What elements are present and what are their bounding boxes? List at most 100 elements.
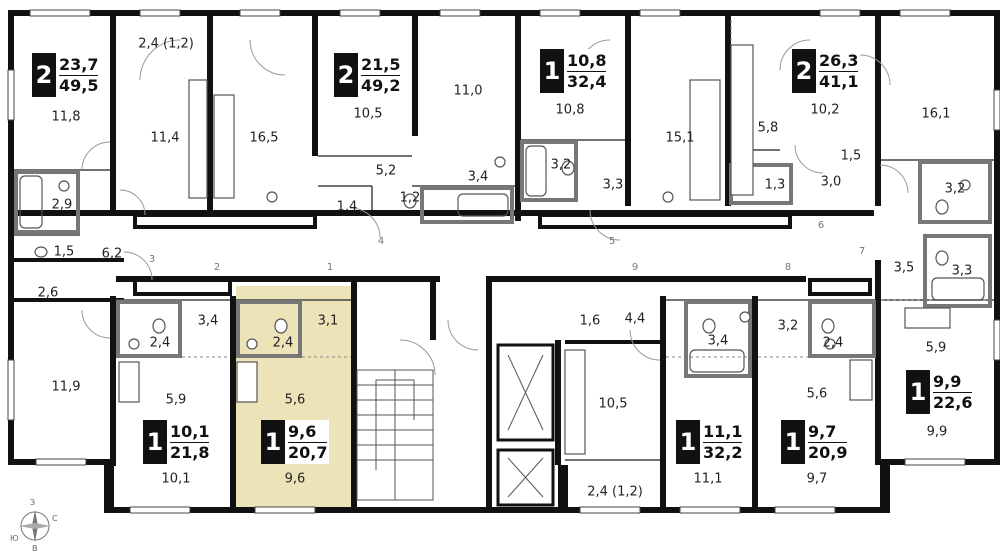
room-area-label: 1,2 <box>399 190 421 206</box>
room-area-label: 3,3 <box>602 177 624 193</box>
room-area-label: 5,2 <box>375 163 397 179</box>
total-area: 21,8 <box>170 442 210 462</box>
compass-west: Ю <box>10 534 19 543</box>
room-area-label: 10,5 <box>353 106 383 122</box>
corridor-walls <box>133 213 872 296</box>
room-area-label: 1,4 <box>336 199 358 215</box>
room-count: 1 <box>676 420 700 464</box>
room-count: 1 <box>540 49 564 93</box>
room-count: 2 <box>334 53 358 97</box>
door-number: 6 <box>817 220 825 231</box>
door-number: 3 <box>148 254 156 265</box>
door-number: 7 <box>858 246 866 257</box>
total-area: 20,7 <box>288 442 328 462</box>
room-area-label: 3,2 <box>944 181 966 197</box>
total-area: 41,1 <box>819 71 859 91</box>
room-area-label: 9,9 <box>926 424 948 440</box>
toilet-icon <box>34 160 949 334</box>
room-area-label: 10,1 <box>161 471 191 487</box>
total-area: 22,6 <box>933 392 973 412</box>
doors <box>81 39 909 376</box>
room-area-label: 5,6 <box>284 392 306 408</box>
room-area-label: 16,1 <box>921 106 951 122</box>
room-area-label: 5,9 <box>165 392 187 408</box>
room-area-label: 9,6 <box>284 471 306 487</box>
room-area-label: 2,6 <box>37 285 59 301</box>
room-count: 2 <box>792 49 816 93</box>
room-area-label: 2,4 <box>272 335 294 351</box>
living-area: 26,3 <box>819 50 859 72</box>
room-count: 1 <box>781 420 805 464</box>
room-area-label: 3,2 <box>777 318 799 334</box>
elevator-icon <box>496 343 555 507</box>
room-area-label: 11,4 <box>150 130 180 146</box>
windows <box>7 9 1000 514</box>
room-area-label: 5,6 <box>806 386 828 402</box>
room-area-label: 3,1 <box>317 313 339 329</box>
room-area-label: 1,5 <box>840 148 862 164</box>
room-area-label: 3,4 <box>197 313 219 329</box>
living-area: 23,7 <box>59 54 99 76</box>
room-area-label: 11,9 <box>51 379 81 395</box>
total-area: 49,2 <box>361 75 401 95</box>
door-number: 4 <box>377 236 385 247</box>
room-count: 1 <box>906 370 930 414</box>
room-area-label: 5,8 <box>757 120 779 136</box>
room-count: 1 <box>143 420 167 464</box>
room-area-label: 3,2 <box>550 157 572 173</box>
living-area: 9,6 <box>288 422 328 443</box>
room-area-label: 1,5 <box>53 244 75 260</box>
compass-north: З <box>30 498 36 507</box>
living-area: 10,8 <box>567 50 607 72</box>
total-area: 32,4 <box>567 71 607 91</box>
total-area: 20,9 <box>808 442 848 462</box>
room-area-label: 3,4 <box>467 169 489 185</box>
total-area: 49,5 <box>59 75 99 95</box>
door-number: 1 <box>326 262 334 273</box>
room-area-label: 2,4 <box>149 335 171 351</box>
room-area-label: 11,1 <box>693 471 723 487</box>
compass: З С В Ю <box>10 498 60 554</box>
living-area: 10,1 <box>170 421 210 443</box>
room-area-label: 1,3 <box>764 177 786 193</box>
room-area-label: 4,4 <box>624 311 646 327</box>
compass-south: В <box>32 544 38 553</box>
interior-walls <box>14 16 881 507</box>
bathtub-icon <box>19 145 985 373</box>
room-count: 2 <box>32 53 56 97</box>
room-area-label: 3,0 <box>820 174 842 190</box>
compass-rose-icon <box>19 510 51 542</box>
room-area-label: 2,4 (1,2) <box>587 484 643 500</box>
living-area: 9,7 <box>808 422 848 443</box>
room-area-label: 10,5 <box>598 396 628 412</box>
stairs-icon <box>356 369 434 501</box>
room-area-label: 11,8 <box>51 109 81 125</box>
room-area-label: 16,5 <box>249 130 279 146</box>
room-area-label: 15,1 <box>665 130 695 146</box>
stove-icon <box>118 44 951 455</box>
living-area: 11,1 <box>703 421 743 443</box>
room-area-label: 1,6 <box>579 313 601 329</box>
room-area-label: 10,2 <box>810 102 840 118</box>
room-area-label: 9,7 <box>806 471 828 487</box>
door-number: 5 <box>608 236 616 247</box>
living-area: 9,9 <box>933 372 973 393</box>
room-area-label: 2,9 <box>51 197 73 213</box>
room-area-label: 5,9 <box>925 340 947 356</box>
door-number: 9 <box>631 262 639 273</box>
room-area-label: 3,5 <box>893 260 915 276</box>
compass-east: С <box>52 514 58 523</box>
living-area: 21,5 <box>361 54 401 76</box>
room-area-label: 3,4 <box>707 333 729 349</box>
room-area-label: 2,4 <box>822 335 844 351</box>
